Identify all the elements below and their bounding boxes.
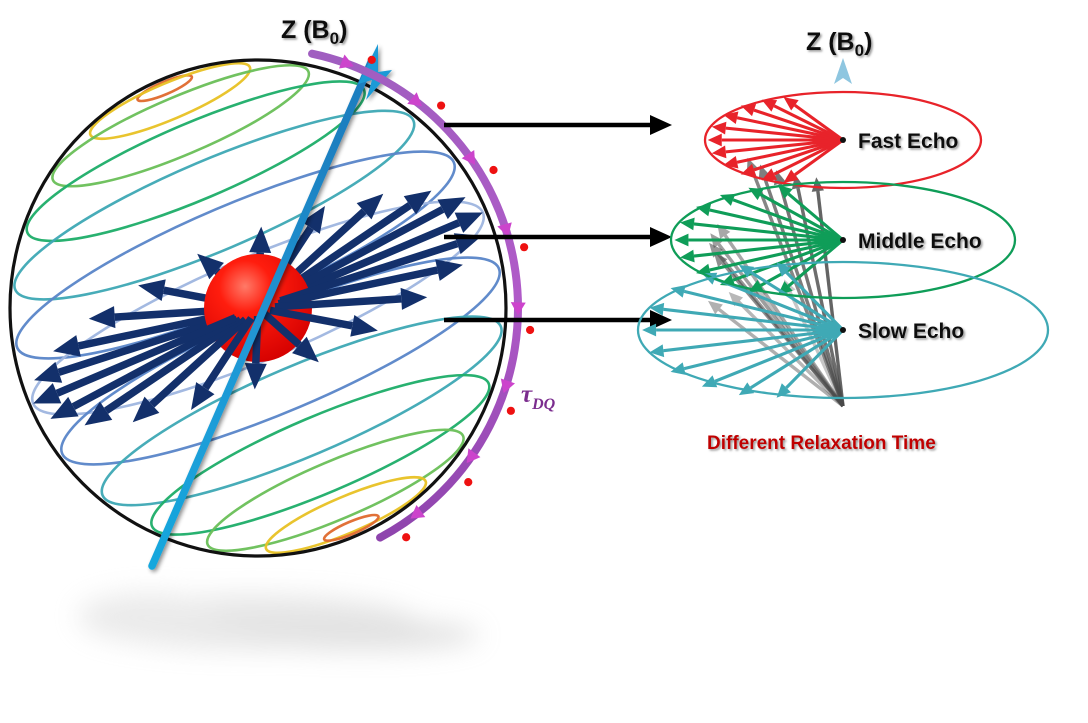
spin-vector [269,306,378,337]
echo-arrow-middle [680,217,844,242]
echo-arrow-slow [649,328,844,358]
latitude-ring [51,63,311,188]
transition-arrow [444,227,672,247]
relaxation-caption: Different Relaxation Time [707,433,936,454]
echo-ellipse-slow [636,260,1050,400]
echo-arrow-fast [783,138,844,183]
latitude-ring [264,475,428,555]
latitude-ring [100,315,503,507]
echo-ellipse-fast [703,90,983,190]
dephasing-arrow [707,300,845,408]
latitude-ring [25,80,366,243]
latitude-ring [322,513,380,542]
spin-vector [261,310,319,363]
spin-vectors-back [34,190,483,383]
slow-echo-label: Slow Echo [858,320,964,343]
transition-arrows [444,115,672,330]
middle-echo-label: Middle Echo [858,230,982,253]
dq-arrowhead [466,448,481,464]
spin-vector [84,316,243,426]
echo-fans [642,97,845,398]
dq-dot [506,406,515,415]
dq-dot [367,55,376,64]
dq-arc [308,49,522,542]
dq-arrowhead [461,149,476,165]
latitude-ring [136,74,194,103]
fast-echo-label: Fast Echo [858,130,958,153]
spin-vector [274,287,428,311]
dq-arrowhead [510,302,526,316]
dq-dot [520,243,529,252]
ground-shadow [78,593,480,651]
echo-arrow-fast [711,138,844,159]
spin-vectors-front [33,233,482,426]
spin-vector [34,311,237,383]
dq-dot [525,325,535,335]
dq-dot [464,478,473,487]
latitude-ring [13,109,416,301]
spin-vector [33,314,237,404]
dq-arrowhead [338,54,354,69]
z-axis-label-left: Z (B0) [281,16,347,48]
echo-arrow-middle [674,233,843,247]
echo-ellipse-middle [669,180,1017,300]
echo-origin-fast [840,137,846,143]
sphere-outline [8,58,508,558]
echo-arrow-slow [649,302,844,332]
echo-origin-middle [840,237,846,243]
echo-arrow-fast [761,99,844,142]
echo-arrow-slow [642,323,843,337]
spin-sphere-group [8,44,535,570]
echo-origin-slow [840,327,846,333]
echo-arrow-fast [761,138,844,181]
echo-arrow-middle [777,184,845,242]
spin-vector [279,212,483,302]
echo-labels: Fast Echo Middle Echo Slow Echo [858,130,982,343]
dq-arrowhead [407,92,423,107]
spin-vector [277,259,463,308]
echo-arrow-fast [711,121,844,142]
dq-dot [489,165,498,175]
latitude-ring [150,373,491,536]
echo-ellipses [636,90,1050,400]
dq-arrowhead [500,378,515,394]
echo-arrow-fast [707,133,843,147]
echo-arrow-fast [783,97,844,142]
latitude-ring [205,428,465,553]
dq-arrowhead [497,222,512,237]
z-axis-label-right: Z (B0) [806,28,872,60]
echo-arrow-middle [680,238,844,263]
spin-vector [276,197,466,301]
dq-dot [437,101,446,110]
tau-dq-label: τDQ [521,381,556,413]
transition-arrow [444,115,672,135]
latitude-ring [88,61,252,141]
spin-vector [191,316,255,410]
spin-vector [50,315,240,419]
echo-cone-group: Fast Echo Middle Echo Slow Echo [636,58,1050,410]
dq-dot [402,533,411,542]
dq-arrowhead [410,504,426,519]
dq-arc-group [308,49,535,542]
spin-vector [132,316,248,423]
